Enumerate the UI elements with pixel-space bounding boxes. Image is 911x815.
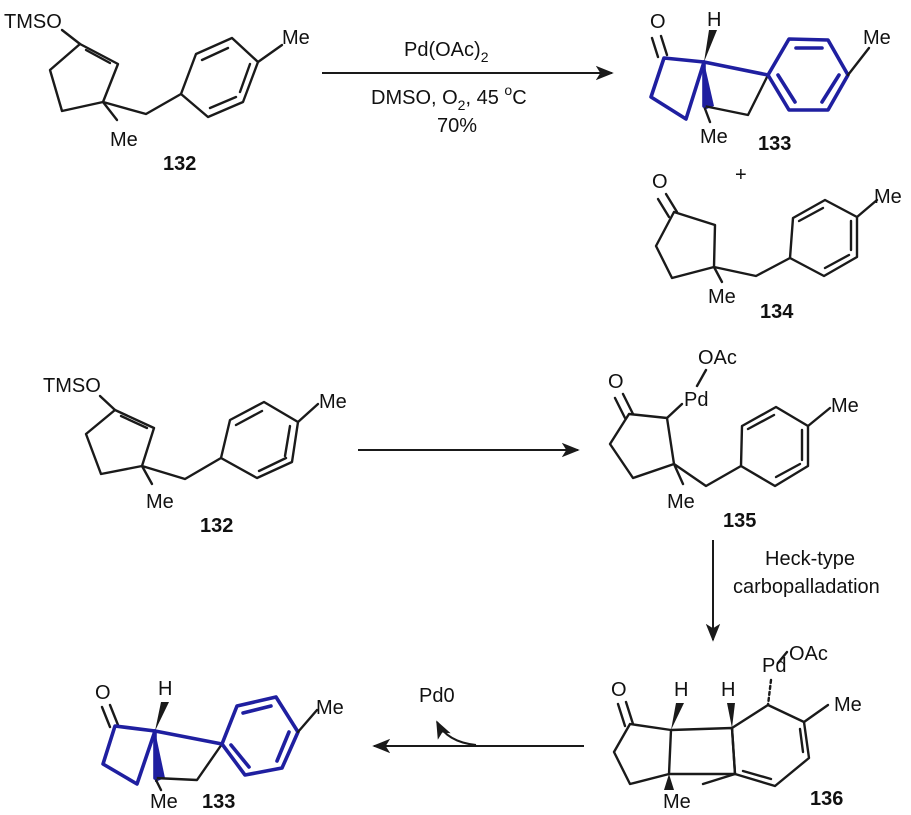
- tmso-label: TMSO: [43, 375, 101, 397]
- compound-number: 132: [163, 153, 196, 175]
- hydrogen-label: H: [674, 679, 688, 701]
- oxygen-label: O: [652, 171, 668, 193]
- methyl-label: Me: [319, 391, 347, 413]
- oxygen-label: O: [95, 682, 111, 704]
- hydrogen-label: H: [721, 679, 735, 701]
- compound-number: 133: [202, 791, 235, 813]
- compound-132-top: TMSO Me Me 132: [4, 11, 310, 175]
- compound-number: 135: [723, 510, 756, 532]
- compound-number: 132: [200, 515, 233, 537]
- methyl-label: Me: [834, 694, 862, 716]
- methyl-label: Me: [863, 27, 891, 49]
- hydrogen-label: H: [707, 9, 721, 31]
- compound-number: 133: [758, 133, 791, 155]
- methyl-label: Me: [316, 697, 344, 719]
- oxygen-label: O: [650, 11, 666, 33]
- compound-133-top: O H Me Me 133: [649, 9, 891, 155]
- pd0-release-arrow: [436, 720, 477, 746]
- reaction-arrow-1: Pd(OAc)2 DMSO, O2, 45 oC 70%: [322, 39, 614, 137]
- tmso-label: TMSO: [4, 11, 62, 33]
- heck-label-line1: Heck-type: [765, 548, 855, 570]
- methyl-label: Me: [663, 791, 691, 813]
- compound-134: O Me Me 134: [652, 171, 902, 323]
- hydrogen-label: H: [158, 678, 172, 700]
- methyl-label: Me: [708, 286, 736, 308]
- oxygen-label: O: [608, 371, 624, 393]
- compound-136: OAc Pd O H H Me Me 136: [611, 643, 862, 813]
- compound-135: OAc Pd O Me Me 135: [608, 347, 859, 532]
- oxygen-label: O: [611, 679, 627, 701]
- methyl-label: Me: [700, 126, 728, 148]
- conditions-label: DMSO, O2, 45 oC: [371, 82, 527, 113]
- yield-label: 70%: [437, 115, 477, 137]
- palladium-label: Pd: [762, 655, 786, 677]
- methyl-label: Me: [150, 791, 178, 813]
- compound-number: 136: [810, 788, 843, 810]
- methyl-label: Me: [110, 129, 138, 151]
- methyl-label: Me: [146, 491, 174, 513]
- pd0-label: Pd0: [419, 685, 455, 707]
- compound-133-bottom: O H Me Me 133: [95, 678, 344, 813]
- methyl-label: Me: [667, 491, 695, 513]
- compound-132-middle: TMSO Me Me 132: [43, 375, 347, 537]
- methyl-label: Me: [874, 186, 902, 208]
- oac-label: OAc: [698, 347, 737, 369]
- methyl-label: Me: [282, 27, 310, 49]
- palladium-label: Pd: [684, 389, 708, 411]
- reagent-label: Pd(OAc)2: [404, 39, 489, 65]
- plus-sign: +: [735, 164, 747, 186]
- compound-number: 134: [760, 301, 794, 323]
- heck-label-line2: carbopalladation: [733, 576, 880, 598]
- oac-label: OAc: [789, 643, 828, 665]
- methyl-label: Me: [831, 395, 859, 417]
